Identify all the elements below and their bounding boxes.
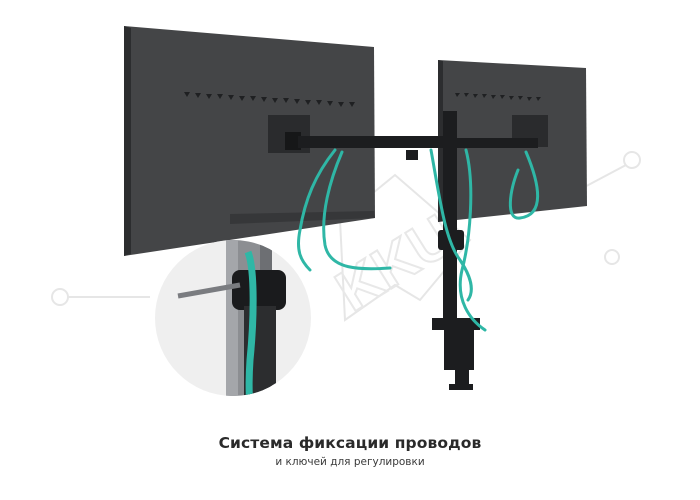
cables <box>296 148 540 332</box>
mount-arms <box>298 111 538 390</box>
caption-subtitle: и ключей для регулировки <box>275 456 425 468</box>
vent-pattern <box>184 92 355 107</box>
caption-title: Система фиксации проводов <box>218 434 482 452</box>
detail-magnifier <box>155 240 311 396</box>
